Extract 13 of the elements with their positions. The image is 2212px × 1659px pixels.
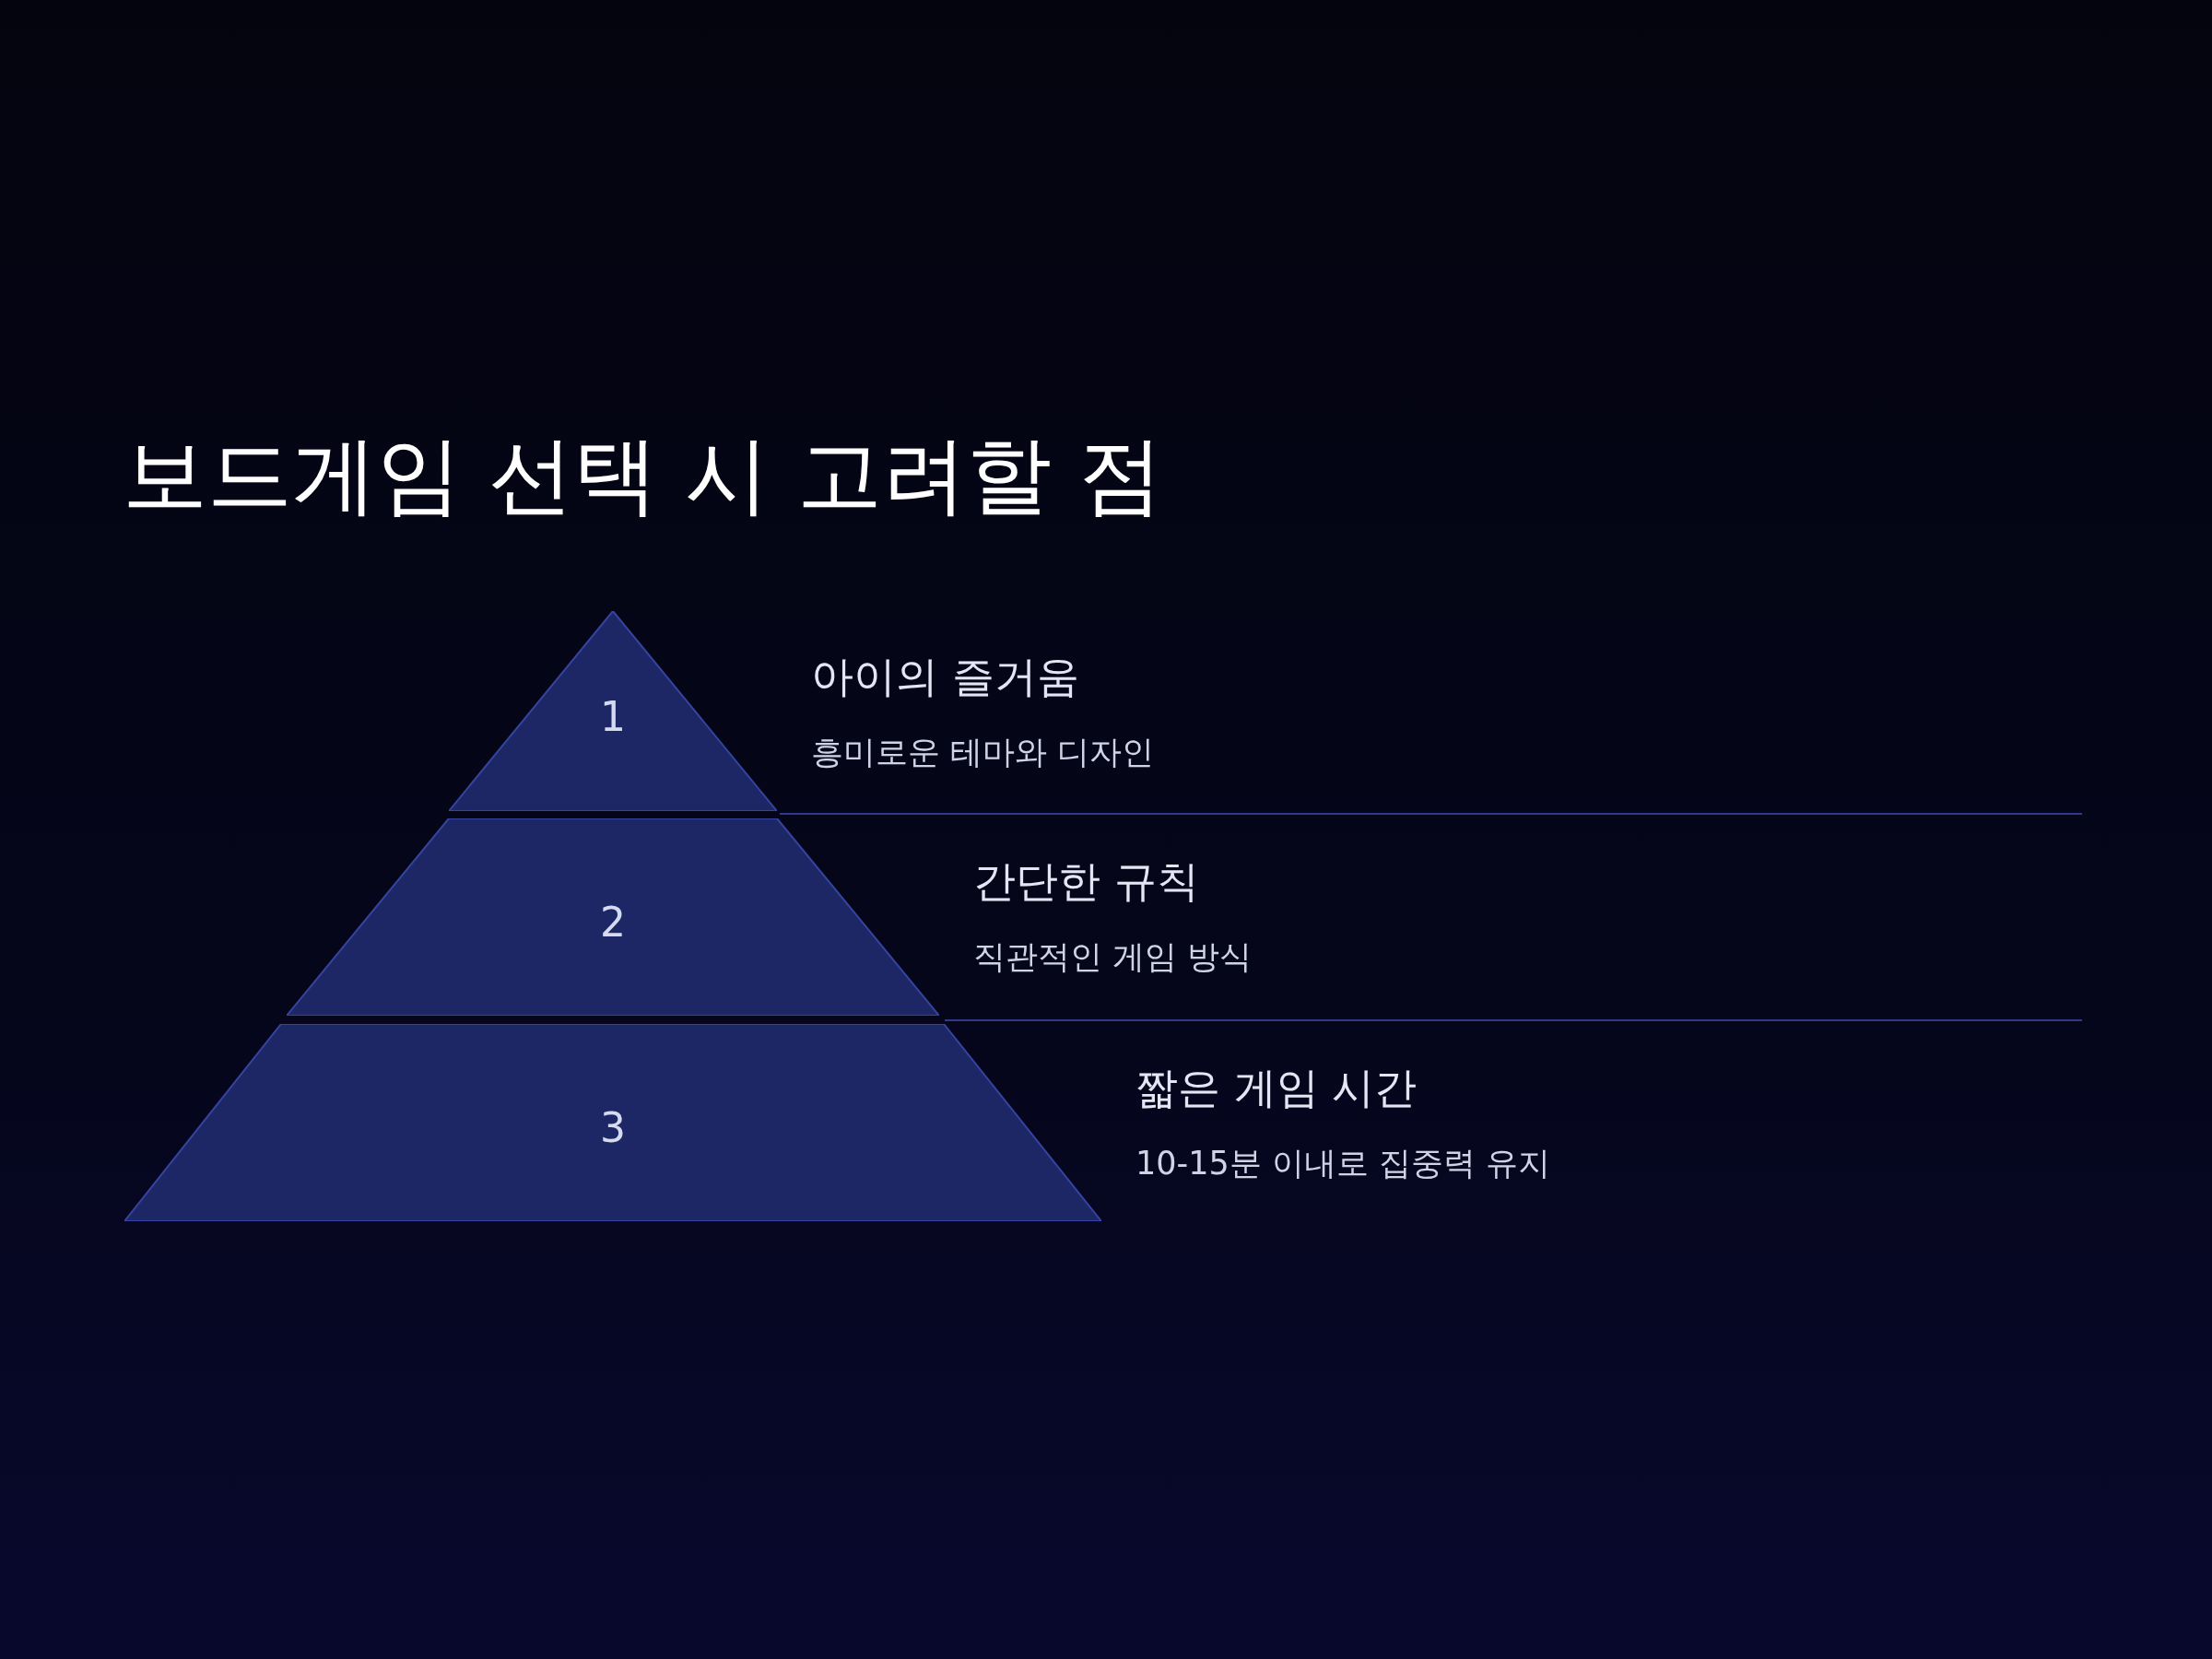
tier-description: 흥미로운 테마와 디자인 [811, 733, 1155, 772]
tier-number: 2 [600, 898, 626, 947]
pyramid-tier [287, 818, 939, 1016]
tier-heading: 짧은 게임 시간 [1135, 1062, 1418, 1114]
tier-heading: 아이의 즐거움 [811, 651, 1079, 703]
tier-heading: 간단한 규칙 [973, 855, 1199, 908]
pyramid-tier [124, 1024, 1101, 1221]
pyramid-tier [449, 611, 777, 811]
tier-description: 10-15분 이내로 집중력 유지 [1135, 1144, 1551, 1183]
title: 보드게임 선택 시 고려할 점 [123, 433, 1163, 518]
tier-number: 3 [600, 1103, 626, 1153]
tier-number: 1 [600, 691, 626, 742]
tier-description: 직관적인 게임 방식 [973, 937, 1253, 977]
